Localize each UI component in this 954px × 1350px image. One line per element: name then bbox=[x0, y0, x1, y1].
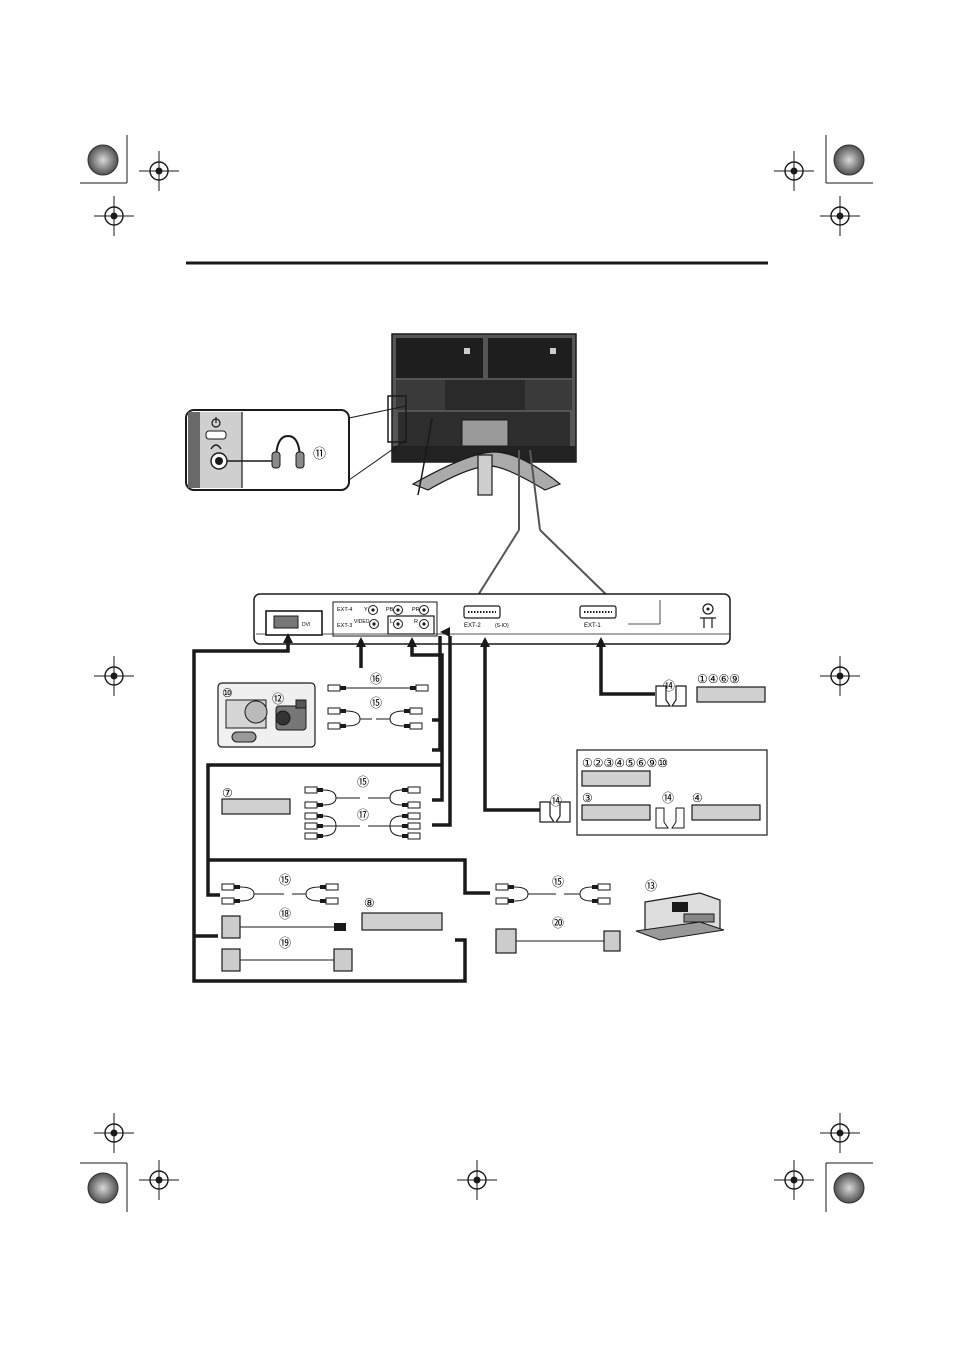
av-cable-3 bbox=[222, 884, 338, 904]
registration-mark-icon bbox=[94, 656, 134, 696]
pc-cable bbox=[496, 929, 620, 953]
color-target-top-left bbox=[88, 145, 118, 175]
callout-vcr: ⑦ bbox=[222, 786, 233, 800]
registration-mark-icon bbox=[774, 151, 814, 191]
dvi-cable bbox=[222, 949, 352, 971]
computer-icon bbox=[636, 893, 724, 940]
video-label: VIDEO bbox=[354, 619, 370, 625]
callout-headphones: ⑪ bbox=[313, 446, 326, 461]
tv-rear-view bbox=[388, 334, 576, 495]
device-box-ext1 bbox=[697, 687, 765, 702]
l-jack bbox=[394, 620, 403, 629]
dvi-label: DVI bbox=[302, 622, 310, 628]
callout-scart-mid: ⑭ bbox=[662, 791, 674, 805]
color-target-top-right bbox=[834, 145, 864, 175]
rear-terminal-panel: DVI EXT-4 Y PB PR EXT-3 VIDEO L R EXT-2 … bbox=[254, 594, 730, 644]
registration-mark-icon bbox=[94, 196, 134, 236]
r-label: R bbox=[414, 619, 418, 625]
callout-dvi-hdmi-cable: ⑱ bbox=[279, 907, 291, 921]
l-label: L bbox=[390, 619, 393, 625]
registration-mark-icon bbox=[820, 1113, 860, 1153]
pb-label: PB bbox=[386, 607, 394, 613]
callout-game-console: ⑩ bbox=[222, 686, 233, 700]
registration-mark-icon bbox=[820, 196, 860, 236]
callout-av-cable: ⑮ bbox=[370, 696, 382, 710]
camera-game-box: ⑩ ⑫ bbox=[218, 683, 315, 747]
callout-pc-cable: ⑳ bbox=[552, 916, 564, 930]
ext3-label: EXT-3 bbox=[337, 623, 352, 629]
callout-component-cable: ⑰ bbox=[357, 808, 369, 822]
callout-dvd: ⑧ bbox=[364, 896, 375, 910]
crop-marks bbox=[80, 135, 873, 1212]
av-cable-2 bbox=[305, 787, 420, 808]
callout-computer: ⑬ bbox=[645, 879, 657, 893]
callout-dvi-cable: ⑲ bbox=[279, 936, 291, 950]
registration-mark-icon bbox=[94, 1113, 134, 1153]
callout-device-4: ④ bbox=[692, 791, 703, 805]
registration-mark-icon bbox=[139, 151, 179, 191]
color-target-bottom-right bbox=[834, 1173, 864, 1203]
callout-device-3: ③ bbox=[582, 791, 593, 805]
callout-ext1-devices: ①④⑥⑨ bbox=[697, 672, 740, 686]
ext2-label: EXT-2 bbox=[464, 623, 481, 629]
registration-mark-icon bbox=[457, 1160, 497, 1200]
callout-av-cable-4: ⑮ bbox=[552, 875, 564, 889]
device-box-dvd bbox=[362, 913, 442, 930]
pb-jack bbox=[394, 606, 403, 615]
ext4-label: EXT-4 bbox=[337, 607, 352, 613]
callout-ext2-devices: ①②③④⑤⑥⑨⑩ bbox=[582, 756, 668, 770]
pr-jack bbox=[420, 606, 429, 615]
side-panel-inset: ⑪ bbox=[186, 406, 406, 490]
video-jack bbox=[370, 620, 379, 629]
ext2-device-box: ①②③④⑤⑥⑨⑩ ③ ⑭ ④ bbox=[577, 750, 767, 835]
ext2-sub-label: (S-IO) bbox=[495, 623, 509, 629]
device-box-vcr bbox=[222, 799, 290, 814]
av-cable-1 bbox=[328, 708, 422, 729]
callout-camcorder: ⑫ bbox=[272, 692, 284, 706]
callout-av-cable-3: ⑮ bbox=[279, 873, 291, 887]
r-jack bbox=[420, 620, 429, 629]
y-label: Y bbox=[364, 607, 368, 613]
color-target-bottom-left bbox=[88, 1173, 118, 1203]
pr-label: PR bbox=[412, 607, 420, 613]
registration-mark-icon bbox=[139, 1160, 179, 1200]
callout-av-cable-2: ⑮ bbox=[357, 775, 369, 789]
callout-scart-cable: ⑯ bbox=[370, 672, 382, 686]
y-jack bbox=[369, 606, 378, 615]
ext1-label: EXT-1 bbox=[584, 623, 601, 629]
registration-mark-icon bbox=[820, 656, 860, 696]
registration-mark-icon bbox=[774, 1160, 814, 1200]
